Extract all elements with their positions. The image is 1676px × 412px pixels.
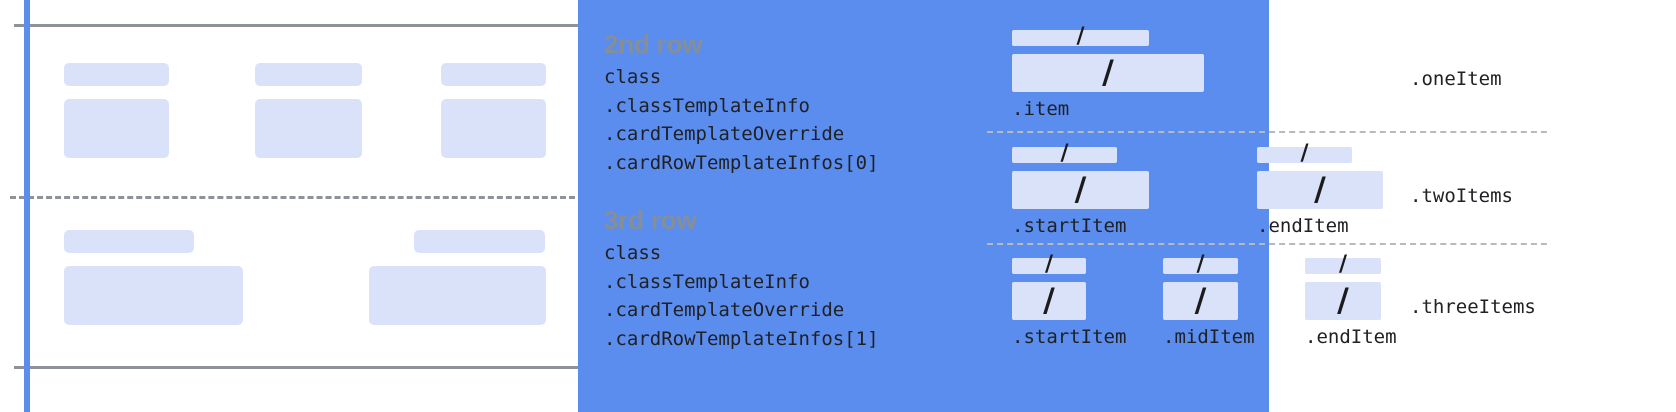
cell-sublabel: .midItem bbox=[1163, 326, 1255, 348]
spec-line: .classTemplateInfo bbox=[604, 270, 810, 293]
row2-col3-label-block bbox=[441, 63, 546, 86]
row-divider-dashed bbox=[10, 196, 584, 199]
spec-line: class bbox=[604, 66, 662, 88]
variant-cell: / / .endItem bbox=[1305, 254, 1397, 348]
slash-icon: / bbox=[1074, 170, 1087, 208]
variant-label: .threeItems bbox=[1410, 296, 1536, 318]
slash-icon: / bbox=[1060, 141, 1069, 166]
spec-title: 3rd row bbox=[604, 205, 697, 235]
variants-column: / / .item .oneItem / / .startItem bbox=[985, 0, 1676, 412]
spec-line: class bbox=[604, 242, 662, 264]
slash-icon: / bbox=[1194, 281, 1207, 319]
cell-value-block: / bbox=[1012, 54, 1204, 92]
slash-icon: / bbox=[1076, 24, 1085, 49]
slash-icon: / bbox=[1043, 281, 1055, 319]
cell-value-block: / bbox=[1305, 282, 1381, 320]
cell-label-block: / bbox=[1257, 143, 1352, 165]
card-rows-preview bbox=[0, 0, 1269, 412]
variant-three-items: / / .startItem / / .midItem / bbox=[985, 248, 1676, 363]
cell-sublabel: .endItem bbox=[1305, 326, 1397, 348]
variant-cell: / / .endItem bbox=[1257, 143, 1383, 237]
slash-icon: / bbox=[1044, 252, 1054, 277]
slash-icon: / bbox=[1338, 252, 1348, 277]
variant-one-item: / / .item .oneItem bbox=[985, 22, 1676, 132]
variant-label: .oneItem bbox=[1410, 68, 1502, 90]
row2-col1-value-block bbox=[64, 99, 169, 158]
slash-icon: / bbox=[1314, 170, 1326, 208]
cell-label-block: / bbox=[1012, 254, 1086, 276]
spec-title: 2nd row bbox=[604, 29, 703, 59]
row2-col3-value-block bbox=[441, 99, 546, 158]
variant-cell: / / .item bbox=[1012, 26, 1204, 120]
variant-separator bbox=[987, 131, 1547, 133]
cell-value-block: / bbox=[1012, 282, 1086, 320]
left-guide-line bbox=[24, 0, 30, 412]
row2-col2-label-block bbox=[255, 63, 362, 86]
slash-icon: / bbox=[1300, 141, 1309, 166]
row3-col2-label-block bbox=[414, 230, 545, 253]
cell-value-block: / bbox=[1257, 171, 1383, 209]
spec-line: .cardRowTemplateInfos[1] bbox=[604, 327, 879, 350]
top-boundary-rule bbox=[14, 24, 580, 27]
cell-label-block: / bbox=[1305, 254, 1381, 276]
cell-sublabel: .item bbox=[1012, 98, 1070, 120]
spec-line: .classTemplateInfo bbox=[604, 94, 810, 117]
row3-col1-value-block bbox=[64, 266, 243, 325]
row2-col2-value-block bbox=[255, 99, 362, 158]
row3-col1-label-block bbox=[64, 230, 194, 253]
variant-separator bbox=[987, 243, 1547, 245]
cell-value-block: / bbox=[1012, 171, 1149, 209]
cell-value-block: / bbox=[1163, 282, 1238, 320]
variant-two-items: / / .startItem / / .endItem .twoItems bbox=[985, 138, 1676, 248]
variant-cell: / / .startItem bbox=[1012, 254, 1127, 348]
cell-sublabel: .startItem bbox=[1012, 215, 1127, 237]
row3-col2-value-block bbox=[369, 266, 546, 325]
cell-label-block: / bbox=[1012, 143, 1117, 165]
variant-cell: / / .startItem bbox=[1012, 143, 1149, 237]
cell-label-block: / bbox=[1012, 26, 1149, 48]
variant-cell: / / .midItem bbox=[1163, 254, 1255, 348]
slash-icon: / bbox=[1102, 53, 1114, 91]
spec-line: .cardTemplateOverride bbox=[604, 299, 845, 321]
row2-col1-label-block bbox=[64, 63, 169, 86]
cell-sublabel: .endItem bbox=[1257, 215, 1349, 237]
variant-label: .twoItems bbox=[1410, 185, 1513, 207]
spec-column: 2nd row class .classTemplateInfo .cardTe… bbox=[604, 0, 974, 412]
spec-third-row: 3rd row class .classTemplateInfo .cardTe… bbox=[604, 205, 879, 353]
cell-sublabel: .startItem bbox=[1012, 326, 1127, 348]
spec-line: .cardTemplateOverride bbox=[604, 123, 845, 145]
spec-line: .cardRowTemplateInfos[0] bbox=[604, 151, 879, 174]
slash-icon: / bbox=[1337, 281, 1349, 319]
bottom-boundary-rule bbox=[14, 366, 580, 369]
spec-second-row: 2nd row class .classTemplateInfo .cardTe… bbox=[604, 29, 879, 177]
slash-icon: / bbox=[1196, 252, 1205, 277]
cell-label-block: / bbox=[1163, 254, 1238, 276]
